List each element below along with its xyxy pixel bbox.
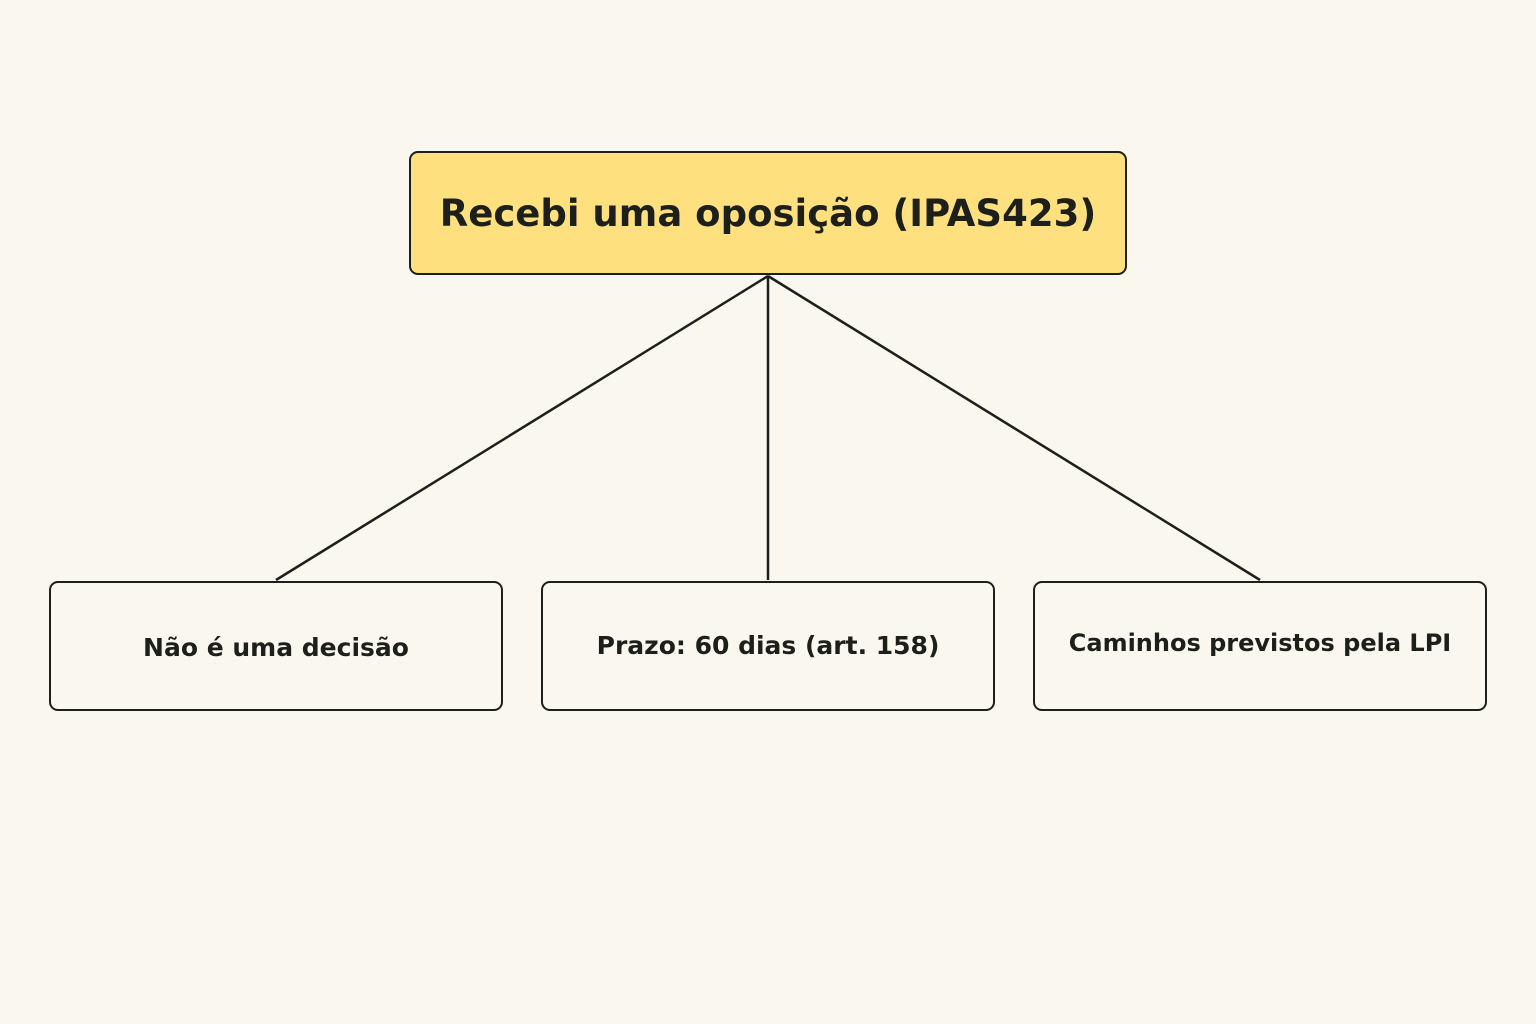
child-node-prazo: Prazo: 60 dias (art. 158) (541, 581, 995, 711)
child-node-caminhos: Caminhos previstos pela LPI (1033, 581, 1487, 711)
root-node-label: Recebi uma oposição (IPAS423) (439, 191, 1097, 235)
child-node-label: Prazo: 60 dias (art. 158) (596, 630, 940, 660)
root-node: Recebi uma oposição (IPAS423) (409, 151, 1127, 275)
connector-root-to-child-3 (767, 274, 1261, 582)
child-node-label: Não é uma decisão (143, 632, 409, 662)
child-node-nao-e-decisao: Não é uma decisão (49, 581, 503, 711)
connector-root-to-child-1 (275, 274, 769, 582)
child-node-label: Caminhos previstos pela LPI (1068, 629, 1452, 657)
